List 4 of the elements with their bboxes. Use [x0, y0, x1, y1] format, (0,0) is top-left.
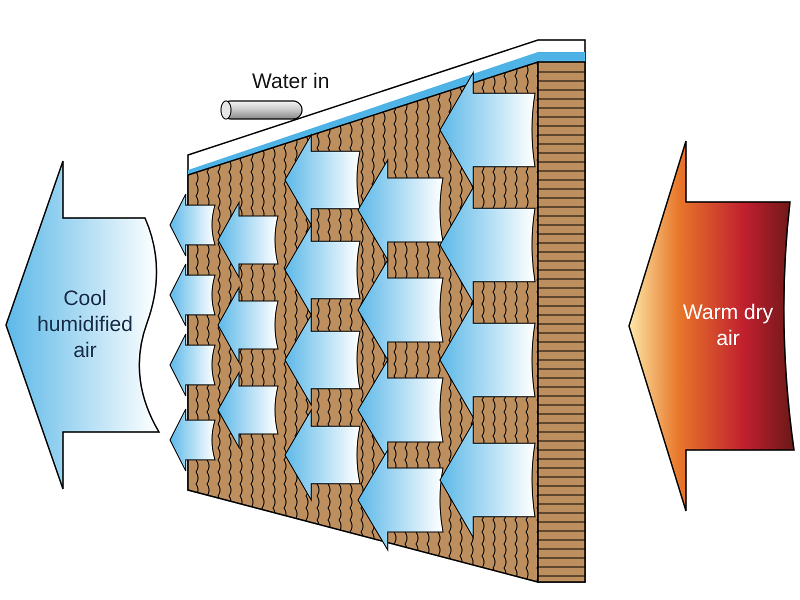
arrow-label: Warm dry air	[682, 300, 774, 352]
pipe-label: Water in	[252, 70, 330, 94]
airflow-arrow	[628, 140, 796, 512]
arrow-label: Cool humidified air	[36, 286, 134, 364]
